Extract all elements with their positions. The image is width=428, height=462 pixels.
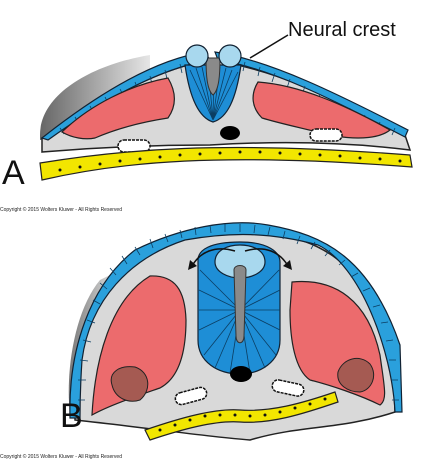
panel-a-notochord: [220, 126, 240, 140]
panel-a-cavity-right: [309, 128, 343, 142]
panel-b-arrow-right-head: [283, 260, 292, 270]
panel-a-copyright: Copyright © 2015 Wolters Kluwer - All Ri…: [0, 206, 122, 213]
panel-b-ectoderm: [69, 222, 403, 419]
panel-b-endoderm-dots: [158, 397, 327, 432]
panel-b-arrow-left-head: [188, 260, 197, 270]
panel-b-neural-tube-rays: [198, 269, 281, 374]
panel-b-ectoderm-stripes: [78, 224, 399, 401]
panel-a-neural-crest-right: [218, 44, 242, 68]
panel-a: Neural crest A Copyright © 2015 Wolters …: [0, 19, 413, 213]
panel-b-neural-crest: [214, 244, 266, 279]
panel-a-neural-crest-label: Neural crest: [288, 19, 396, 41]
panel-b-arrow-left: [191, 248, 236, 267]
panel-b-arrow-right: [244, 248, 289, 267]
panel-b: B Copyright © 2015 Wolters Kluwer - All …: [0, 222, 403, 460]
panel-a-leader-line: [249, 34, 289, 59]
panel-b-cavity-left: [174, 386, 208, 406]
panel-a-somite-left: [61, 77, 175, 140]
panel-a-letter: A: [2, 154, 25, 192]
panel-a-endoderm-dots: [58, 150, 402, 172]
panel-b-migrating-cells-right: [337, 357, 375, 393]
panel-b-letter: B: [60, 397, 83, 435]
panel-b-endoderm: [144, 391, 339, 441]
panel-b-cavity-right: [271, 379, 305, 397]
panel-a-neural-crest-left: [185, 44, 209, 68]
panel-b-copyright: Copyright © 2015 Wolters Kluwer - All Ri…: [0, 453, 122, 460]
panel-a-endoderm: [39, 146, 413, 181]
panel-b-neural-canal: [233, 265, 247, 344]
panel-b-notochord: [230, 366, 252, 382]
panel-a-neural-groove: [205, 57, 221, 96]
panel-b-migrating-cells-left: [110, 366, 149, 402]
